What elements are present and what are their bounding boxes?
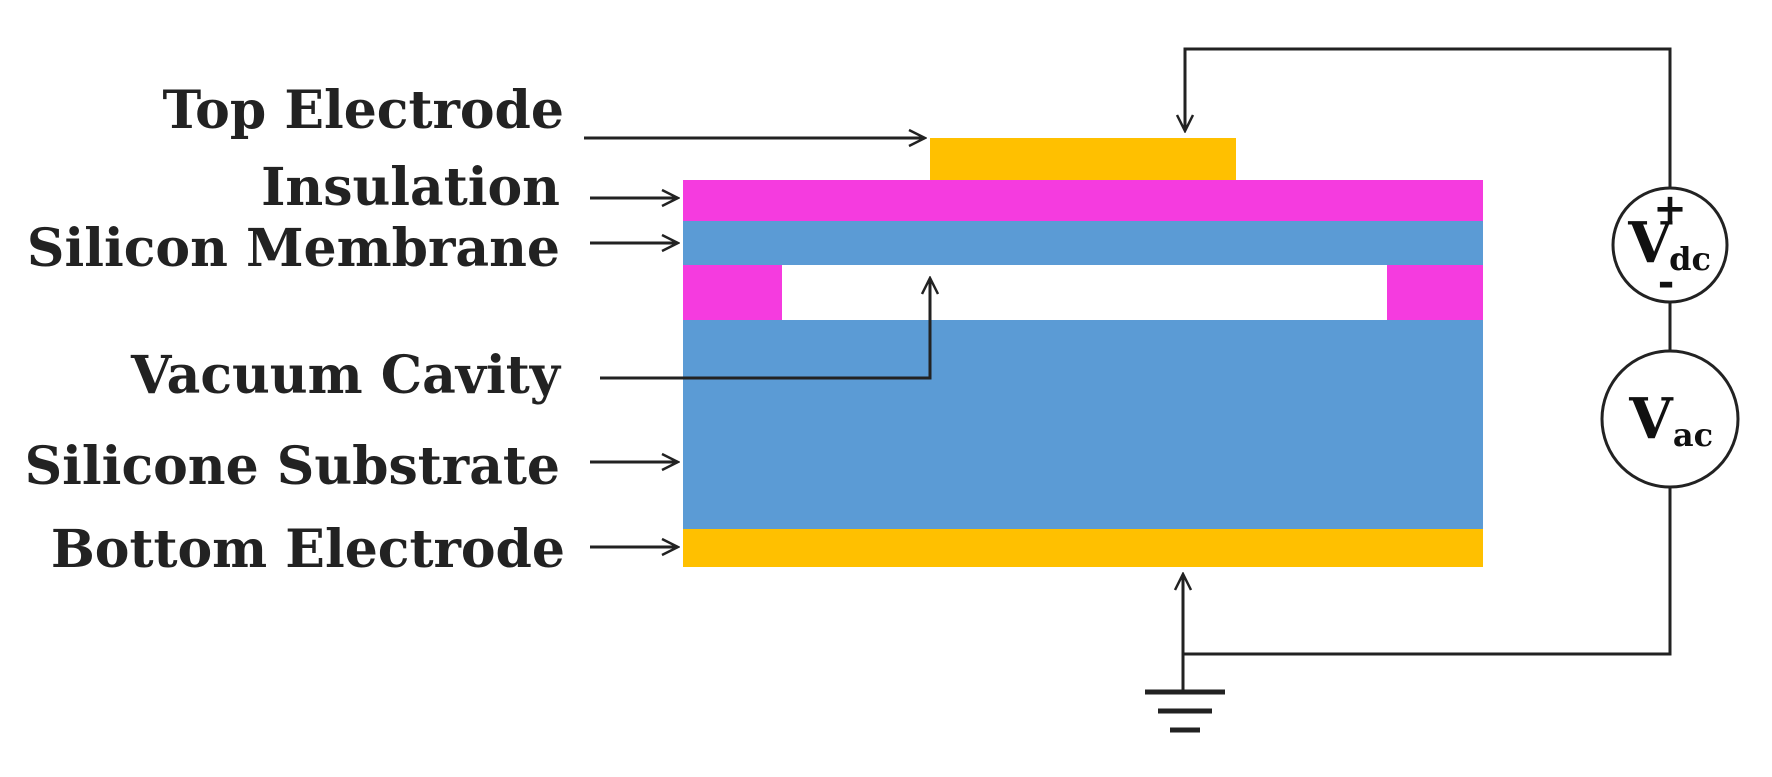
ac-source-symbol: V (1628, 386, 1674, 452)
dc-voltage-source: + V dc - (1611, 186, 1729, 306)
silicone-substrate-layer (683, 320, 1483, 529)
wire-to-bottom-electrode (1183, 488, 1672, 656)
arrow-vacuum-cavity (600, 278, 930, 380)
silicon-membrane-layer (683, 221, 1483, 265)
bottom-electrode-layer (683, 529, 1483, 567)
ac-voltage-source: V ac (1600, 349, 1740, 489)
dc-source-subscript: dc (1669, 240, 1711, 278)
label-vacuum-cavity: Vacuum Cavity (130, 345, 562, 406)
label-top-electrode: Top Electrode (162, 80, 564, 141)
label-silicone-substrate: Silicone Substrate (25, 436, 560, 497)
wire-to-top-electrode (1185, 47, 1672, 188)
insulation-layer (683, 180, 1483, 221)
top-electrode-layer (930, 138, 1236, 180)
dc-plus-sign: + (1653, 186, 1687, 232)
label-silicon-membrane: Silicon Membrane (27, 218, 560, 279)
insulation-spacer-right (1387, 265, 1483, 320)
dc-minus-sign: - (1658, 260, 1675, 306)
label-insulation: Insulation (261, 157, 560, 218)
vacuum-cavity (782, 265, 1387, 320)
ac-source-subscript: ac (1673, 416, 1713, 454)
insulation-spacer-left (683, 265, 782, 320)
ground-icon (1145, 689, 1225, 733)
dc-source-symbol: V (1627, 210, 1673, 276)
label-bottom-electrode: Bottom Electrode (51, 519, 565, 580)
